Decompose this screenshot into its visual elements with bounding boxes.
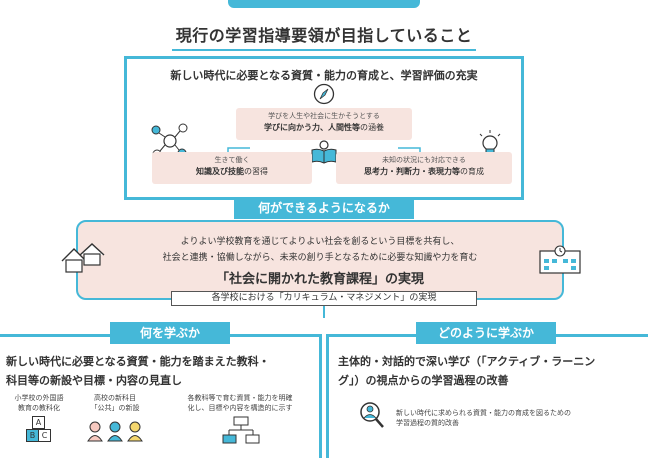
flowchart-icon [222, 416, 260, 444]
item-structured-goals-line1: 各教科等で育む資質・能力を明確 [187, 394, 293, 402]
compass-icon [313, 83, 335, 105]
competencies-title: 新しい時代に必要となる資質・能力の育成と、学習評価の充実 [170, 69, 478, 82]
item-foreign-language-line2: 教育の教科化 [18, 404, 60, 412]
school-building-icon [539, 245, 581, 274]
pillar-thinking: 未知の状況にも対応できる 思考力・判断力・表現力等の育成 [336, 152, 512, 184]
what-to-learn-title-line1: 新しい時代に必要となる資質・能力を踏まえた教科・ [6, 355, 270, 368]
magnifier-person-icon [360, 402, 384, 428]
how-to-learn-desc: 新しい時代に求められる資質・能力の育成を図るための 学習過程の質的改善 [396, 408, 636, 428]
open-curriculum-line1: よりよい学校教育を通じてよりよい社会を創るという目標を共有し、 [180, 237, 460, 247]
item-public-subject-line1: 高校の新科目 [94, 394, 136, 402]
item-foreign-language-line1: 小学校の外国語 [14, 394, 64, 402]
pillar-knowledge-bold: 知識及び技能 [196, 167, 244, 176]
item-foreign-language: 小学校の外国語 教育の教科化 [2, 393, 76, 413]
how-to-learn-title: 主体的・対話的で深い学び（「アクティブ・ラーニン グ」）の視点からの学習過程の改… [338, 352, 644, 390]
open-curriculum-title: 「社会に開かれた教育課程」の実現 [215, 272, 424, 287]
block-a: A [32, 416, 45, 429]
what-to-learn-title: 新しい時代に必要となる資質・能力を踏まえた教科・ 科目等の新設や目標・内容の見直… [6, 352, 320, 390]
open-curriculum-box [76, 220, 564, 300]
item-public-subject-line2: 「公共」の新設 [90, 404, 140, 412]
top-accent-bar [228, 0, 420, 8]
three-people-icon [87, 421, 143, 442]
pillar-thinking-desc: 未知の状況にも対応できる [382, 156, 466, 164]
pillar-thinking-bold: 思考力・判断力・表現力等 [364, 167, 460, 176]
curriculum-management-label: 各学校における「カリキュラム・マネジメント」の実現 [171, 291, 477, 306]
item-structured-goals: 各教科等で育む資質・能力を明確 化し、目標や内容を構造的に示す [160, 393, 320, 413]
how-to-learn-desc-line2: 学習過程の質的改善 [396, 419, 459, 427]
pillar-humanity: 学びを人生や社会に生かそうとする 学びに向かう力、人間性等の涵養 [236, 108, 412, 140]
abc-blocks-icon: A B C [24, 416, 54, 444]
what-to-learn-box [0, 334, 322, 458]
item-structured-goals-line2: 化し、目標や内容を構造的に示す [187, 404, 293, 412]
banner-what-to-learn: 何を学ぶか [110, 322, 230, 344]
banner-can-do: 何ができるようになるか [234, 197, 414, 219]
pillar-humanity-desc: 学びを人生や社会に生かそうとする [268, 112, 380, 120]
pillar-humanity-bold: 学びに向かう力、人間性等 [264, 123, 360, 132]
what-to-learn-title-line2: 科目等の新設や目標・内容の見直し [6, 374, 182, 387]
pillar-knowledge-desc: 生きて働く [214, 156, 250, 164]
pillar-knowledge-rest: の習得 [244, 167, 268, 176]
item-public-subject: 高校の新科目 「公共」の新設 [80, 393, 150, 413]
how-to-learn-title-line1: 主体的・対話的で深い学び（「アクティブ・ラーニン [338, 355, 596, 368]
page-title: 現行の学習指導要領が目指していること [0, 22, 648, 51]
pillar-thinking-rest: の育成 [460, 167, 484, 176]
pillar-humanity-rest: の涵養 [360, 123, 384, 132]
how-to-learn-desc-line1: 新しい時代に求められる資質・能力の育成を図るための [396, 409, 571, 417]
open-curriculum-line2: 社会と連携・協働しながら、未来の創り手となるために必要な知識や力を育む [162, 253, 478, 263]
pillar-knowledge: 生きて働く 知識及び技能の習得 [152, 152, 312, 184]
block-c: C [38, 429, 51, 442]
houses-icon [61, 243, 105, 273]
banner-how-to-learn: どのように学ぶか [416, 322, 556, 344]
how-to-learn-title-line2: グ」）の視点からの学習過程の改善 [338, 374, 509, 387]
